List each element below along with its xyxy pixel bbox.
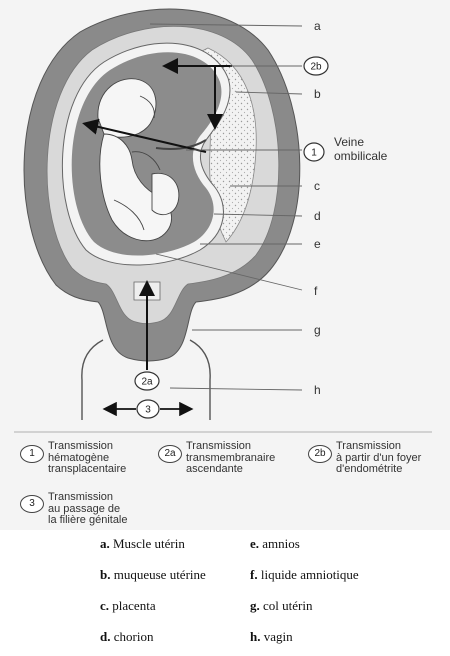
anatomy-key: a. Muscle utérin b. muqueuse utérine c. …	[0, 530, 450, 656]
label-g: g	[314, 323, 321, 337]
key-item-f: f. liquide amniotique	[250, 567, 359, 583]
key-item-b: b. muqueuse utérine	[100, 567, 206, 583]
vagina-wall-left	[82, 340, 103, 420]
marker-2a: 2a	[135, 372, 159, 390]
label-h: h	[314, 383, 321, 397]
legend-badge-2a: 2a	[158, 445, 182, 463]
legend-text-1: Transmission hématogène transplacentaire	[48, 441, 126, 476]
label-a: a	[314, 19, 321, 33]
svg-text:2b: 2b	[310, 62, 322, 73]
svg-text:2a: 2a	[141, 377, 153, 388]
key-item-e: e. amnios	[250, 536, 300, 552]
legend-text-2a: Transmission transmembranaire ascendante	[186, 441, 275, 476]
callout-line2: ombilicale	[334, 149, 388, 163]
svg-text:3: 3	[145, 405, 151, 416]
label-e: e	[314, 237, 321, 251]
legend-text-2b: Transmission à partir d'un foyer d'endom…	[336, 441, 421, 476]
vagina-wall-right	[190, 340, 210, 420]
key-item-d: d. chorion	[100, 629, 153, 645]
key-item-g: g. col utérin	[250, 598, 312, 614]
label-d: d	[314, 209, 321, 223]
label-c: c	[314, 179, 320, 193]
legend-badge-3: 3	[20, 495, 44, 513]
label-b: b	[314, 87, 321, 101]
label-f: f	[314, 284, 318, 298]
key-item-a: a. Muscle utérin	[100, 536, 185, 552]
key-item-h: h. vagin	[250, 629, 293, 645]
callout-line1: Veine	[334, 135, 364, 149]
marker-3: 3	[137, 400, 159, 418]
marker-1: 1	[304, 143, 324, 161]
legend-text-3: Transmission au passage de la filière gé…	[48, 492, 128, 527]
legend-badge-1: 1	[20, 445, 44, 463]
transmission-diagram: a b c d e f g h 2b 1 Veine ombilicale 2a…	[0, 0, 450, 530]
legend-badge-2b: 2b	[308, 445, 332, 463]
marker-2b: 2b	[304, 57, 328, 75]
svg-text:1: 1	[311, 148, 317, 159]
key-item-c: c. placenta	[100, 598, 156, 614]
